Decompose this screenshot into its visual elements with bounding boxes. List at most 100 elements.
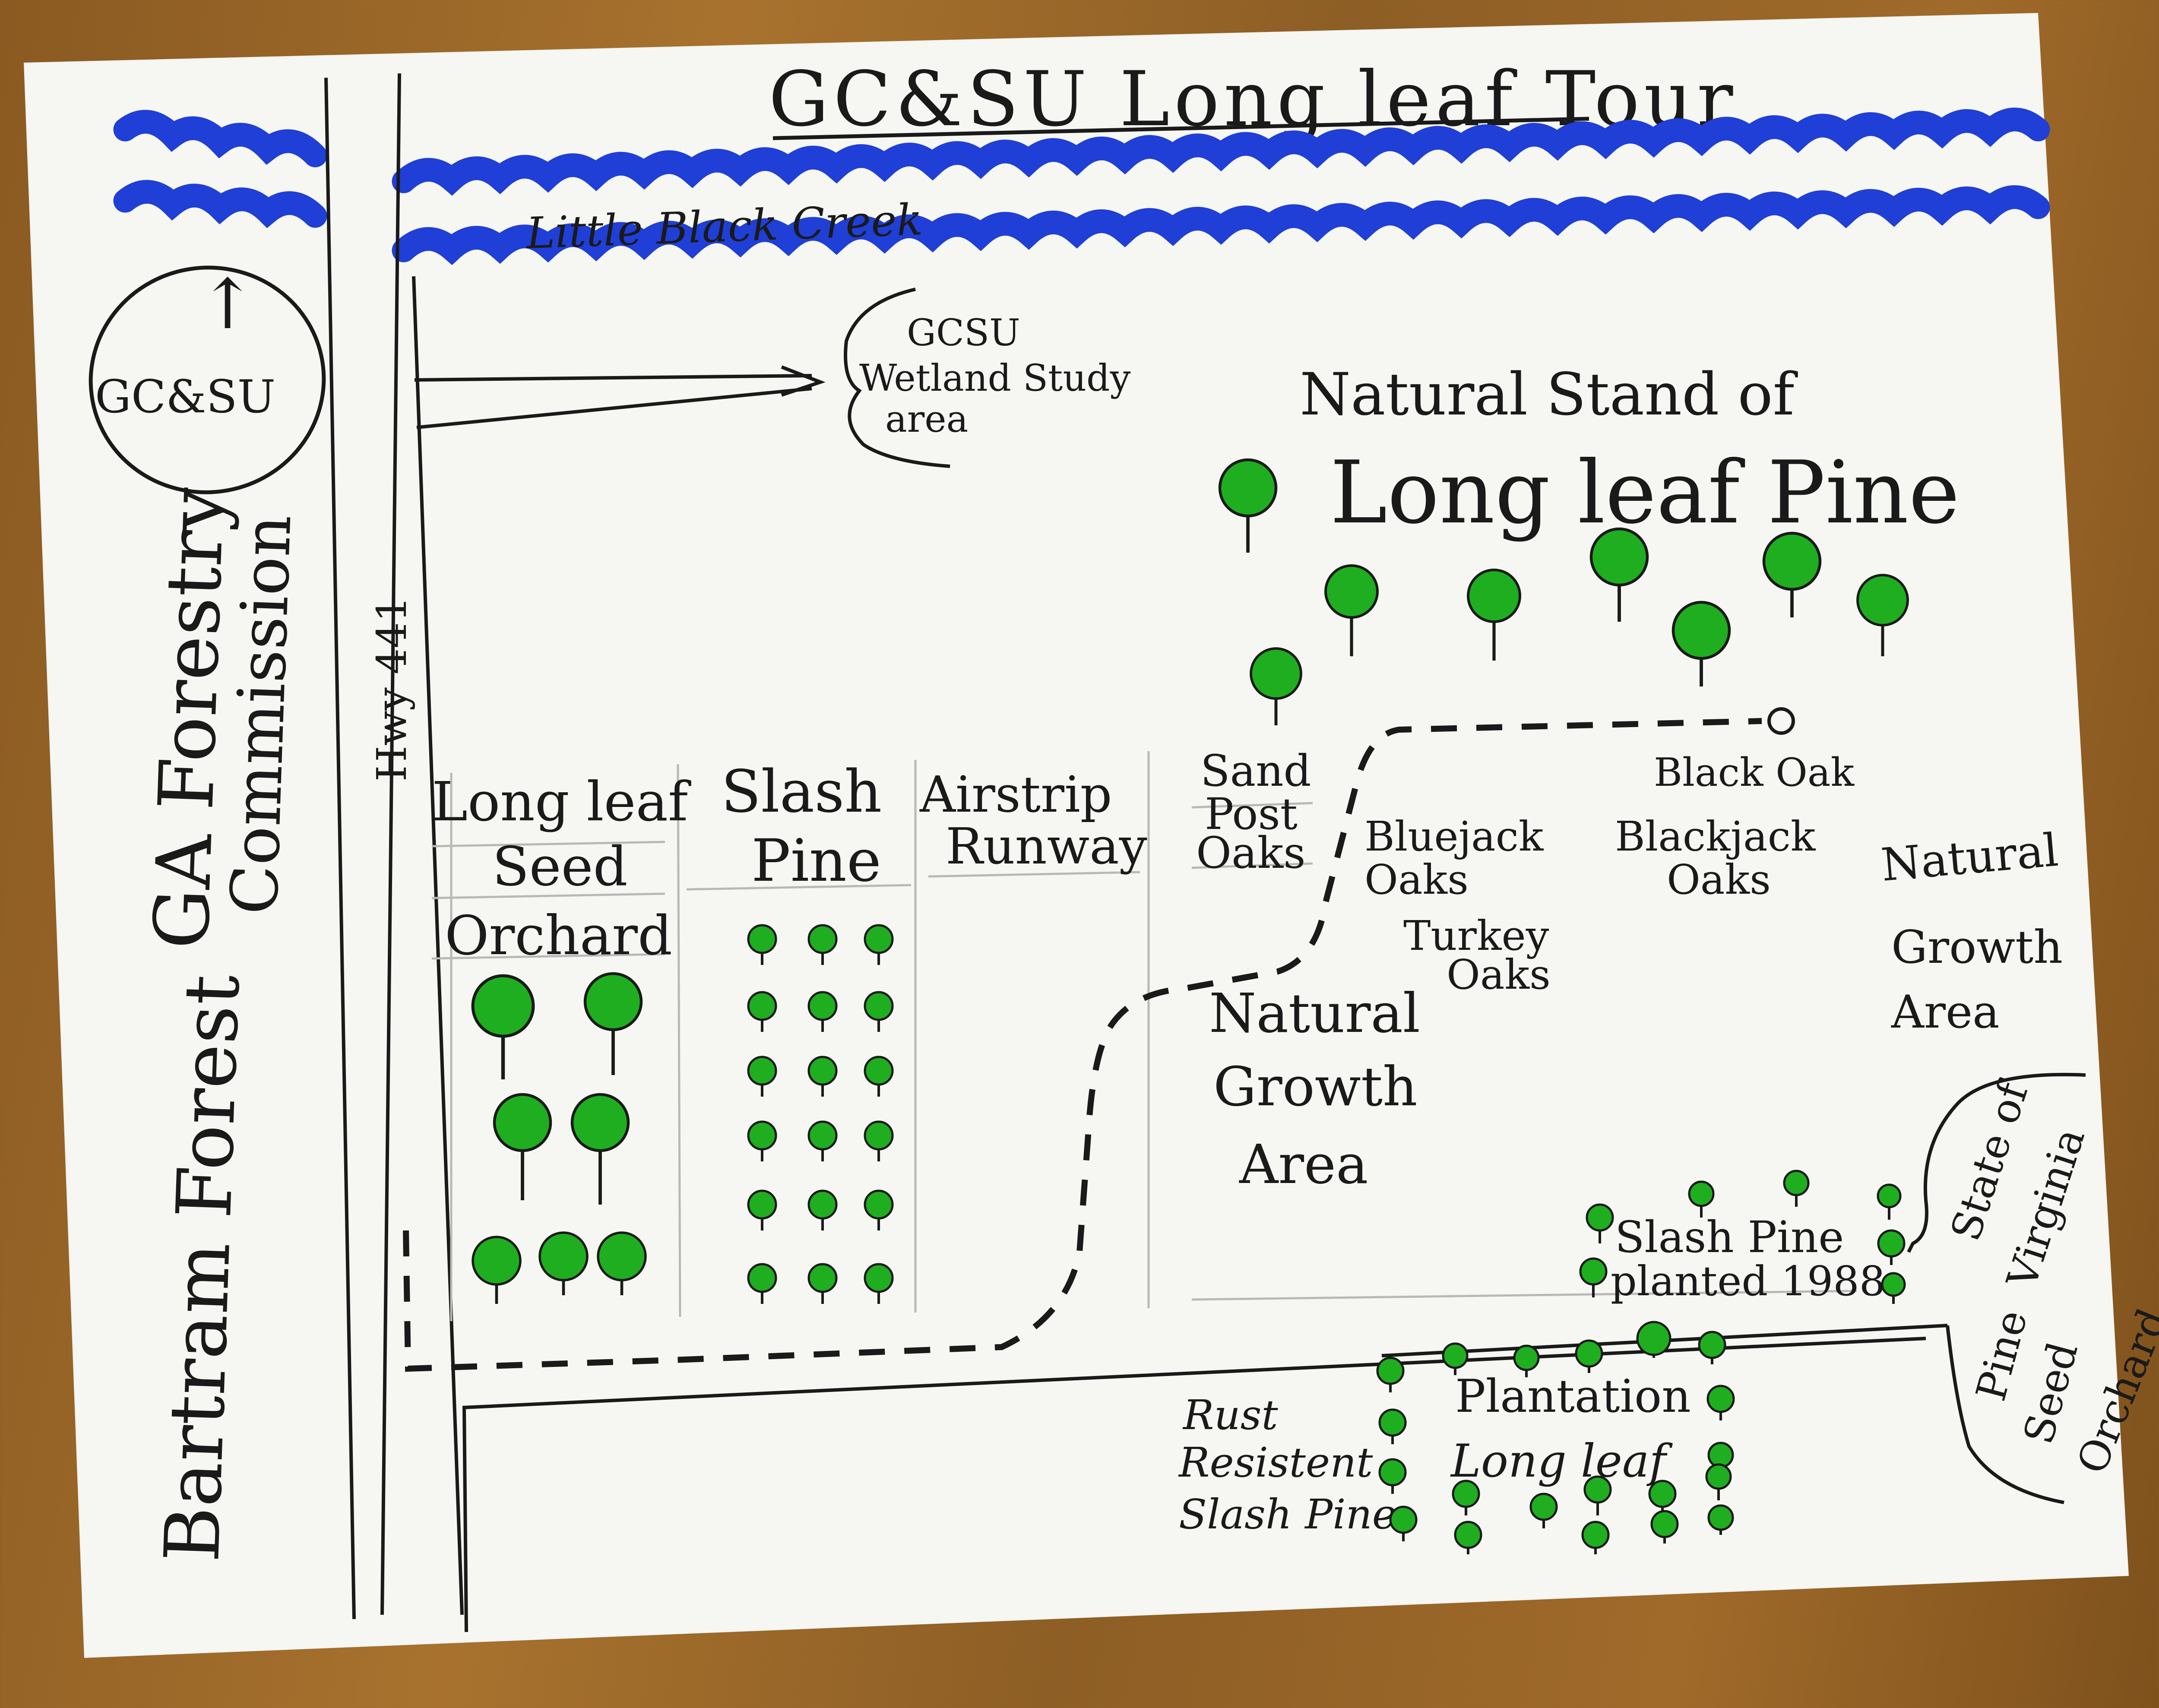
sand-post-oaks-2: Post (1205, 789, 1298, 839)
plantation-line2: Long leaf (1450, 1435, 1673, 1487)
natural-stand-line2: Long leaf Pine (1330, 443, 1960, 543)
tree-icon (1389, 1506, 1418, 1541)
tree-icon (1698, 1331, 1726, 1364)
tree-icon (1378, 1458, 1407, 1494)
tree-icon (1376, 1357, 1405, 1392)
forestry-label-line1: GA Forestry (138, 486, 241, 950)
black-oak-label: Black Oak (1654, 750, 1855, 795)
section-dividers (431, 751, 1857, 1321)
slash-pine-line2: Pine (751, 827, 881, 895)
natural-growth-right-2: Growth (1891, 921, 2063, 974)
rust-line3: Slash Pine (1179, 1491, 1396, 1538)
tree-icon (747, 1263, 777, 1304)
tree-icon (1706, 1385, 1735, 1420)
little-black-creek (113, 108, 2050, 265)
tree-icon (807, 1056, 838, 1097)
natural-growth-center-1: Natural (1209, 982, 1420, 1045)
tree-icon (1856, 574, 1909, 656)
hwy-441-line-west (380, 73, 401, 1615)
campus-arrow: ↑ (199, 264, 256, 345)
tree-icon (1589, 527, 1649, 622)
airstrip-line1: Airstrip (919, 766, 1112, 824)
tree-icon (807, 924, 838, 965)
creek-wave (392, 108, 2050, 196)
tree-icon (1783, 1170, 1810, 1207)
tree-icon (1586, 1203, 1614, 1243)
tree-icon (1513, 1344, 1540, 1377)
tour-path (403, 718, 1762, 1372)
seed-orchard-line1: Long leaf (432, 771, 691, 833)
tree-icon (583, 972, 643, 1075)
sand-post-oaks-3: Oaks (1196, 828, 1306, 878)
tree-icon (1877, 1183, 1902, 1220)
tree-icon (1250, 647, 1302, 725)
title-underline (772, 117, 1589, 140)
plantation-line1: Plantation (1455, 1370, 1691, 1423)
wetland-road-top (414, 374, 812, 382)
tree-icon (864, 924, 894, 965)
wetland-road-bottom (416, 387, 812, 429)
bluejack-oaks-1: Bluejack (1364, 813, 1544, 860)
tree-icon (570, 1093, 630, 1205)
tree-icon (1877, 1229, 1906, 1265)
turkey-oaks-1: Turkey (1403, 912, 1549, 960)
virginia-bracket (1907, 1072, 2086, 1504)
tree-icon (1454, 1521, 1482, 1554)
wetland-label-line1: GCSU (907, 312, 1020, 354)
tree-icon (1452, 1480, 1480, 1515)
tree-icon (1707, 1504, 1734, 1535)
blackjack-oaks-2: Oaks (1667, 856, 1771, 904)
tree-icon (747, 1120, 777, 1161)
tree-icon (1575, 1339, 1603, 1373)
tree-icon (1705, 1463, 1732, 1500)
tree-icon (747, 1056, 777, 1097)
slash-1988-line2: planted 1988 (1611, 1258, 1885, 1305)
tree-icon (864, 991, 894, 1032)
tree-icon (1762, 531, 1822, 617)
tree-icon (538, 1231, 589, 1295)
seed-orchard-line3: Orchard (445, 905, 672, 967)
bluejack-oaks-2: Oaks (1364, 856, 1469, 904)
natural-growth-center-3: Area (1239, 1133, 1368, 1196)
wetland-label-line2: Wetland Study (859, 357, 1131, 400)
campus-circle (89, 266, 326, 494)
tree-icon (471, 974, 535, 1079)
wetland-arrowhead (781, 365, 826, 397)
tree-icon (1579, 1257, 1608, 1297)
tree-icon (747, 1189, 777, 1230)
tree-icon (807, 991, 838, 1032)
tree-icon (1671, 601, 1731, 686)
creek-wave (392, 185, 2050, 265)
tour-endpoint (1767, 707, 1795, 735)
natural-stand-line1: Natural Stand of (1300, 361, 1798, 428)
tree-icon (1218, 458, 1278, 553)
tree-icon (807, 1189, 838, 1230)
tree-icon (472, 1236, 522, 1304)
sand-post-oaks-1: Sand (1200, 746, 1311, 796)
tree-icon (1324, 564, 1379, 656)
tree-icon (747, 991, 777, 1032)
seed-orchard-line2: Seed (492, 835, 628, 898)
tree-icon (1636, 1321, 1671, 1358)
blackjack-oaks-1: Blackjack (1615, 813, 1816, 860)
bartram-forest-label: Bartram Forest (149, 973, 256, 1563)
airstrip-line2: Runway (946, 818, 1147, 876)
forestry-label-line2: Commission (217, 513, 306, 916)
tree-icon (864, 1263, 894, 1304)
bottom-road (462, 1337, 1926, 1632)
tree-icon (864, 1120, 894, 1161)
tree-icon (1583, 1475, 1612, 1515)
natural-growth-right-3: Area (1891, 986, 2000, 1038)
rust-line1: Rust (1182, 1392, 1278, 1439)
hwy-441-label: Hwy 441 (368, 596, 416, 781)
campus-label: GC&SU (95, 370, 275, 423)
tree-icon (597, 1231, 647, 1295)
left-road-line (324, 77, 356, 1619)
slash-1988-line1: Slash Pine (1615, 1212, 1844, 1262)
hwy-441-line-east (412, 276, 464, 1615)
tree-icon (864, 1056, 894, 1097)
creek-wave (113, 180, 327, 228)
wetland-label-line3: area (885, 398, 968, 441)
tree-icon (807, 1120, 838, 1161)
